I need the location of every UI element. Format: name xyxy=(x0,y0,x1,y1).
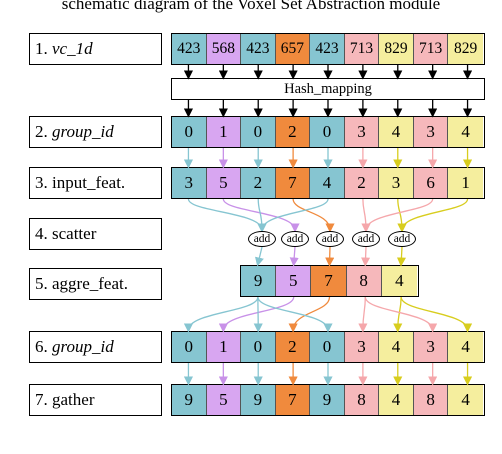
arrow-add-to-aggre xyxy=(361,246,371,267)
group-id-cell: 0 xyxy=(172,117,207,147)
group-id-cell: 1 xyxy=(206,117,242,147)
arrow-aggre-to-group xyxy=(358,296,368,333)
vc-1d-cell: 568 xyxy=(206,34,242,64)
arrow-input-to-add xyxy=(397,198,469,233)
vc-1d-cell: 423 xyxy=(172,34,207,64)
aggre-feat-cell: 8 xyxy=(346,266,382,296)
aggre-feat-cell: 5 xyxy=(276,266,312,296)
aggre-feat-cell: 9 xyxy=(241,266,277,296)
group-id-cell: 0 xyxy=(310,117,345,147)
arrow-input-to-add xyxy=(257,198,329,233)
gather-cell: 9 xyxy=(310,385,345,415)
gather-cell: 4 xyxy=(448,385,483,415)
input-feat-cell: 3 xyxy=(379,168,414,198)
gather-cell: 9 xyxy=(172,385,207,415)
group-id-cell: 0 xyxy=(172,332,207,362)
group-id-cell: 4 xyxy=(448,117,483,147)
group-id-cell: 1 xyxy=(206,332,242,362)
input-feat-cell: 1 xyxy=(448,168,483,198)
vc-1d-cell: 713 xyxy=(344,34,380,64)
arrow-add-to-aggre xyxy=(396,246,406,267)
group-id-cell: 4 xyxy=(448,332,483,362)
aggre-feat-cell: 4 xyxy=(381,266,417,296)
gather-cell: 7 xyxy=(275,385,311,415)
add-node: add xyxy=(248,231,276,247)
vc-1d-cell: 657 xyxy=(275,34,311,64)
label-number: 6. xyxy=(35,337,48,356)
arrow-aggre-to-group xyxy=(183,296,259,333)
group-id-cell: 4 xyxy=(379,332,414,362)
group-id-cell: 0 xyxy=(241,332,276,362)
label-text: group_id xyxy=(52,337,114,356)
input-feat-cell: 6 xyxy=(413,168,449,198)
input-feat-cell: 3 xyxy=(172,168,207,198)
label-text: group_id xyxy=(52,122,114,141)
label-scatter: 4. scatter xyxy=(29,218,162,250)
arrow-input-to-add xyxy=(187,198,267,233)
label-vc-1d: 1. vc_1d xyxy=(29,33,162,65)
gather-cell: 4 xyxy=(379,385,414,415)
arrow-aggre-to-group xyxy=(288,296,331,333)
arrow-aggre-to-group xyxy=(364,296,438,333)
arrow-add-to-aggre xyxy=(255,246,264,267)
vc-1d-cell: 829 xyxy=(379,34,414,64)
arrow-input-to-add xyxy=(222,198,300,233)
add-node: add xyxy=(281,231,309,247)
arrow-input-to-add xyxy=(292,198,335,233)
vc-1d-cell: 423 xyxy=(310,34,345,64)
arrow-input-to-add xyxy=(397,198,407,233)
aggre-feat-cell: 7 xyxy=(311,266,347,296)
label-group-id-2: 6. group_id xyxy=(29,331,162,363)
input-feat-cell: 2 xyxy=(241,168,276,198)
gather-cell: 8 xyxy=(413,385,449,415)
input-feat-cell: 7 xyxy=(275,168,311,198)
arrow-add-to-aggre xyxy=(289,246,299,267)
label-aggre-feat: 5. aggre_feat. xyxy=(29,268,162,300)
input-feat-cell: 2 xyxy=(344,168,380,198)
add-node: add xyxy=(388,231,416,247)
label-input-feat: 3. input_feat. xyxy=(29,167,162,199)
vc-1d-cell: 713 xyxy=(413,34,449,64)
arrow-add-to-aggre xyxy=(325,246,335,267)
arrow-aggre-to-group xyxy=(400,296,473,333)
diagram-title: schematic diagram of the Voxel Set Abstr… xyxy=(61,0,441,13)
arrow-input-to-add xyxy=(361,198,434,233)
group-id-cell: 4 xyxy=(379,117,414,147)
arrow-input-to-add xyxy=(361,198,371,233)
group-id-cell: 3 xyxy=(344,332,380,362)
group-id-cell: 3 xyxy=(344,117,380,147)
input-feat-cell: 4 xyxy=(310,168,345,198)
label-number: 1. xyxy=(35,39,48,58)
label-gather: 7. gather xyxy=(29,384,162,416)
arrow-aggre-to-group xyxy=(257,296,333,333)
label-group-id: 2. group_id xyxy=(29,116,162,148)
add-node: add xyxy=(316,231,344,247)
gather-cell: 9 xyxy=(241,385,276,415)
gather-cell: 5 xyxy=(206,385,242,415)
group-id-cell: 0 xyxy=(310,332,345,362)
group-id-cell: 3 xyxy=(413,332,449,362)
input-feat-cell: 5 xyxy=(206,168,242,198)
group-id-cell: 3 xyxy=(413,117,449,147)
group-id-cell: 2 xyxy=(275,332,311,362)
vc-1d-cell: 829 xyxy=(448,34,483,64)
add-node: add xyxy=(352,231,380,247)
arrow-aggre-to-group xyxy=(393,296,403,333)
group-id-cell: 2 xyxy=(275,117,311,147)
label-text: vc_1d xyxy=(52,39,93,58)
gather-cell: 8 xyxy=(344,385,380,415)
vc-1d-cell: 423 xyxy=(241,34,276,64)
group-id-cell: 0 xyxy=(241,117,276,147)
label-number: 2. xyxy=(35,122,48,141)
